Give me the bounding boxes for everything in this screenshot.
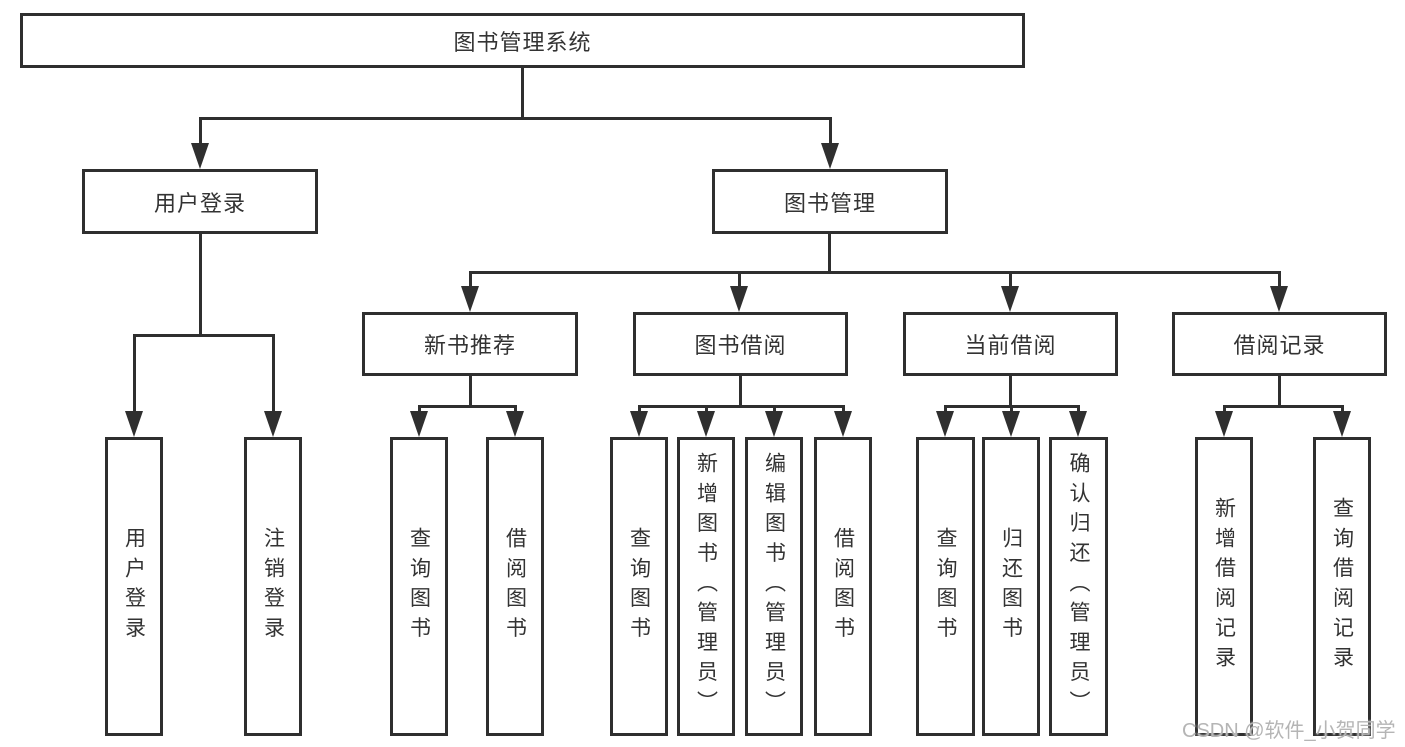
arrowhead — [125, 411, 143, 437]
arrowhead — [821, 143, 839, 169]
leaf-label: 查询借阅记录 — [1330, 497, 1354, 676]
arrowhead — [1270, 286, 1288, 312]
connector-borrow-stem — [739, 376, 742, 408]
leaf-label: 查询图书 — [934, 526, 957, 647]
leaf-confirm-return-admin: 确认归还（管理员） — [1049, 437, 1108, 736]
node-new-book-recommend: 新书推荐 — [362, 312, 578, 376]
connector-stem — [842, 405, 845, 415]
node-book-borrow: 图书借阅 — [633, 312, 848, 376]
arrowhead — [1002, 411, 1020, 437]
arrowhead — [1333, 411, 1351, 437]
connector-records-split — [1223, 405, 1344, 408]
arrowhead — [1001, 286, 1019, 312]
leaf-add-borrow-record: 新增借阅记录 — [1195, 437, 1253, 736]
node-borrow-records: 借阅记录 — [1172, 312, 1387, 376]
connector-bookmgmt-stem — [828, 234, 831, 274]
node-root: 图书管理系统 — [20, 13, 1025, 68]
leaf-label: 编辑图书（管理员） — [762, 452, 786, 721]
leaf-user-login: 用户登录 — [105, 437, 163, 736]
leaf-label: 借阅图书 — [831, 526, 855, 647]
arrowhead — [410, 411, 428, 437]
connector-newbook-split — [418, 405, 517, 408]
connector-stem — [1278, 271, 1281, 289]
connector-stem — [773, 405, 776, 415]
connector-stem — [829, 117, 832, 145]
connector-stem — [133, 334, 136, 414]
connector-stem — [418, 405, 421, 415]
connector-stem — [1010, 405, 1013, 415]
leaf-label: 查询图书 — [407, 526, 431, 647]
connector-stem — [469, 271, 472, 289]
leaf-label: 借阅图书 — [503, 526, 527, 647]
watermark: CSDN @软件_小贺同学 — [1182, 720, 1396, 742]
connector-userlogin-split — [133, 334, 275, 337]
arrowhead — [1069, 411, 1087, 437]
connector-stem — [514, 405, 517, 415]
leaf-query-borrow-record: 查询借阅记录 — [1313, 437, 1371, 736]
connector-stem — [638, 405, 641, 415]
arrowhead — [730, 286, 748, 312]
connector-borrow-split — [638, 405, 844, 408]
arrowhead — [191, 143, 209, 169]
arrowhead — [264, 411, 282, 437]
leaf-logout: 注销登录 — [244, 437, 302, 736]
connector-stem — [272, 334, 275, 414]
connector-current-stem — [1009, 376, 1012, 408]
leaf-label: 新增借阅记录 — [1212, 497, 1236, 676]
leaf-label: 用户登录 — [122, 526, 146, 647]
connector-root-split — [199, 117, 832, 120]
connector-stem — [1009, 271, 1012, 289]
leaf-label: 注销登录 — [261, 526, 285, 647]
connector-root-stem — [521, 68, 524, 119]
arrowhead — [834, 411, 852, 437]
connector-newbook-stem — [469, 376, 472, 408]
leaf-query-books-current: 查询图书 — [916, 437, 975, 736]
arrowhead — [630, 411, 648, 437]
leaf-query-books-newbook: 查询图书 — [390, 437, 448, 736]
arrowhead — [506, 411, 524, 437]
connector-userlogin-stem — [199, 234, 202, 337]
leaf-borrow-books-borrow: 借阅图书 — [814, 437, 872, 736]
arrowhead — [1215, 411, 1233, 437]
leaf-label: 归还图书 — [999, 526, 1023, 647]
connector-stem — [1223, 405, 1226, 415]
arrowhead — [461, 286, 479, 312]
node-user-login: 用户登录 — [82, 169, 318, 234]
leaf-label: 查询图书 — [627, 526, 651, 647]
leaf-label: 确认归还（管理员） — [1067, 452, 1090, 721]
connector-bookmgmt-split — [469, 271, 1281, 274]
connector-stem — [944, 405, 947, 415]
connector-stem — [738, 271, 741, 289]
node-book-management: 图书管理 — [712, 169, 948, 234]
connector-stem — [705, 405, 708, 415]
leaf-return-books: 归还图书 — [982, 437, 1040, 736]
leaf-label: 新增图书（管理员） — [694, 452, 718, 721]
leaf-edit-books-admin: 编辑图书（管理员） — [745, 437, 803, 736]
connector-stem — [1341, 405, 1344, 415]
arrowhead — [936, 411, 954, 437]
connector-records-stem — [1278, 376, 1281, 408]
node-current-borrow: 当前借阅 — [903, 312, 1118, 376]
leaf-query-books-borrow: 查询图书 — [610, 437, 668, 736]
connector-stem — [1077, 405, 1080, 415]
connector-stem — [199, 117, 202, 145]
leaf-add-books-admin: 新增图书（管理员） — [677, 437, 735, 736]
arrowhead — [765, 411, 783, 437]
arrowhead — [697, 411, 715, 437]
leaf-borrow-books-newbook: 借阅图书 — [486, 437, 544, 736]
